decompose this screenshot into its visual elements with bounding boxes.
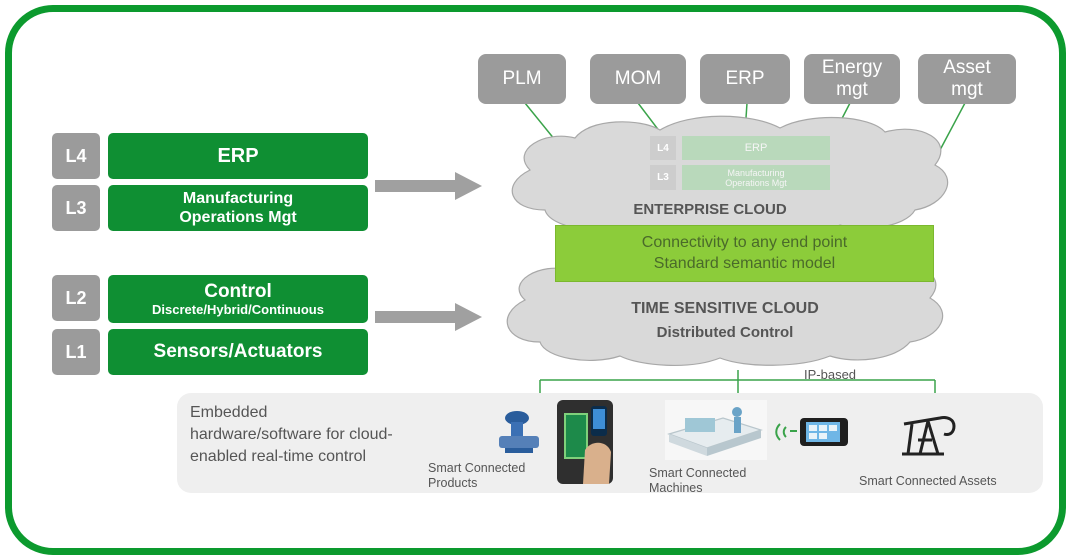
ghost-tag-l4: L4 <box>650 136 676 160</box>
connectivity-band: Connectivity to any end point Standard s… <box>555 225 934 282</box>
system-energy-mgt: Energy mgt <box>804 54 900 104</box>
ghost-mom: Manufacturing Operations Mgt <box>682 165 830 190</box>
time-cloud-subtitle: Distributed Control <box>656 324 794 341</box>
level-erp-title: ERP <box>217 144 259 167</box>
level-sensors-title: Sensors/Actuators <box>153 341 323 362</box>
embedded-description: Embedded hardware/software for cloud-ena… <box>190 404 393 465</box>
level-mom: Manufacturing Operations Mgt <box>108 185 368 231</box>
level-arrows <box>375 172 482 331</box>
machines-label: Smart Connected Machines <box>649 466 747 495</box>
connectivity-line-1: Connectivity to any end point <box>641 234 848 251</box>
ip-based-label: IP-based <box>804 367 857 382</box>
system-plm: PLM <box>478 54 566 104</box>
ghost-tag-l3: L3 <box>650 165 676 190</box>
level-control-subtitle: Discrete/Hybrid/Continuous <box>152 301 324 317</box>
level-sensors: Sensors/Actuators <box>108 329 368 375</box>
system-asset-label: Asset mgt <box>943 57 991 100</box>
level-control-title: Control <box>204 280 272 302</box>
machine-icon <box>665 400 767 460</box>
system-plm-label: PLM <box>502 68 542 89</box>
system-erp: ERP <box>700 54 790 104</box>
products-label: Smart Connected Products <box>428 461 526 490</box>
level-mom-title: Manufacturing Operations Mgt <box>179 190 297 226</box>
ghost-erp: ERP <box>682 136 830 160</box>
transmitter-icon <box>499 411 539 453</box>
phone-icon <box>800 418 848 446</box>
system-energy-label: Energy mgt <box>821 57 883 100</box>
system-mom: MOM <box>590 54 686 104</box>
wireless-icon <box>775 423 797 441</box>
system-connector-lines <box>524 102 966 151</box>
system-mom-label: MOM <box>614 68 662 89</box>
connectivity-line-2: Standard semantic model <box>653 255 836 272</box>
time-cloud-title: TIME SENSITIVE CLOUD <box>631 300 819 317</box>
level-tag-l4: L4 <box>52 133 100 179</box>
ghost-mom-label: Manufacturing Operations Mgt <box>725 167 787 188</box>
level-erp: ERP <box>108 133 368 179</box>
system-erp-label: ERP <box>725 68 765 89</box>
system-asset-mgt: Asset mgt <box>918 54 1016 104</box>
level-control: Control Discrete/Hybrid/Continuous <box>108 275 368 323</box>
level-tag-l3: L3 <box>52 185 100 231</box>
level-tag-l1: L1 <box>52 329 100 375</box>
enterprise-cloud-title: ENTERPRISE CLOUD <box>633 201 787 218</box>
assets-label: Smart Connected Assets <box>859 474 997 488</box>
pumpjack-icon <box>902 416 956 456</box>
smart-device-icon <box>557 400 613 484</box>
level-tag-l2: L2 <box>52 275 100 321</box>
